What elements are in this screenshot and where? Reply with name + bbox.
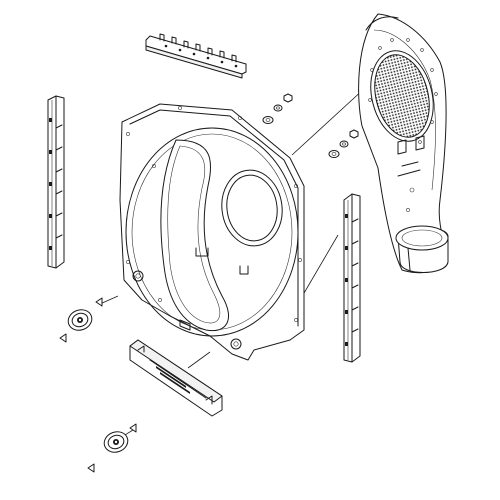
lower-drum-roller bbox=[87, 423, 137, 473]
right-side-bracket bbox=[343, 193, 361, 363]
middle-hardware-set bbox=[328, 129, 359, 158]
top-bracket bbox=[145, 33, 247, 79]
blower-duct-housing bbox=[358, 13, 449, 274]
left-side-bracket bbox=[47, 95, 65, 269]
bottom-bracket bbox=[129, 339, 223, 417]
rear-bulkhead-panel bbox=[119, 103, 305, 361]
leader-lines bbox=[99, 87, 366, 439]
upper-hardware-set bbox=[262, 93, 293, 124]
upper-drum-roller bbox=[59, 297, 103, 343]
